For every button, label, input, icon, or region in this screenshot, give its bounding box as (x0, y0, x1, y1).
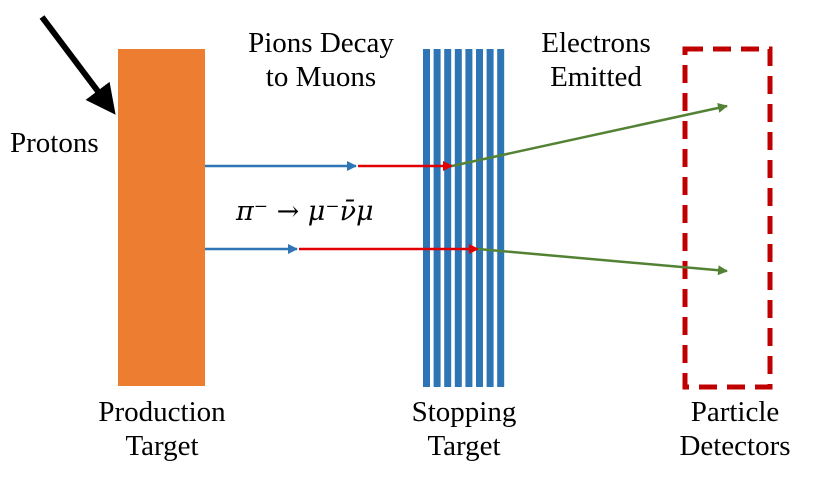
electrons-emitted-line-2: Emitted (550, 61, 642, 93)
stopping-target (423, 49, 505, 387)
stopping-target-foil (444, 49, 452, 387)
stopping-target-foil (454, 49, 462, 387)
particle-detectors-line-2: Detectors (679, 430, 791, 462)
electrons-emitted-label: Electrons Emitted (516, 26, 676, 94)
electron-track-lower (477, 247, 728, 276)
production-target-label: Production Target (77, 395, 247, 463)
electron-track-upper (451, 103, 728, 168)
stopping-target-foil (433, 49, 441, 387)
electrons-emitted-line-1: Electrons (541, 27, 651, 59)
pions-decay-line-1: Pions Decay (248, 27, 394, 59)
stopping-target-foil (497, 49, 505, 387)
stopping-target-label: Stopping Target (389, 395, 539, 463)
protons-label: Protons (10, 127, 99, 159)
particle-detectors-line-1: Particle (690, 396, 780, 428)
pion-decay-equation: π⁻ → μ⁻ν̄μ (236, 196, 374, 227)
proton-beam-arrow (39, 15, 116, 115)
stopping-target-line-2: Target (427, 430, 501, 462)
stopping-target-foil (465, 49, 473, 387)
stopping-target-line-1: Stopping (411, 396, 517, 428)
stopping-target-foil (476, 49, 483, 387)
particle-detector-outline (682, 46, 773, 390)
particle-detectors-label: Particle Detectors (660, 395, 810, 463)
stopping-target-foil (486, 49, 494, 387)
production-target-line-1: Production (98, 396, 226, 428)
production-target-line-2: Target (125, 430, 199, 462)
pions-decay-line-2: to Muons (265, 61, 377, 93)
stopping-target-foil (423, 49, 430, 387)
pions-decay-label: Pions Decay to Muons (226, 26, 416, 94)
production-target (118, 49, 205, 386)
